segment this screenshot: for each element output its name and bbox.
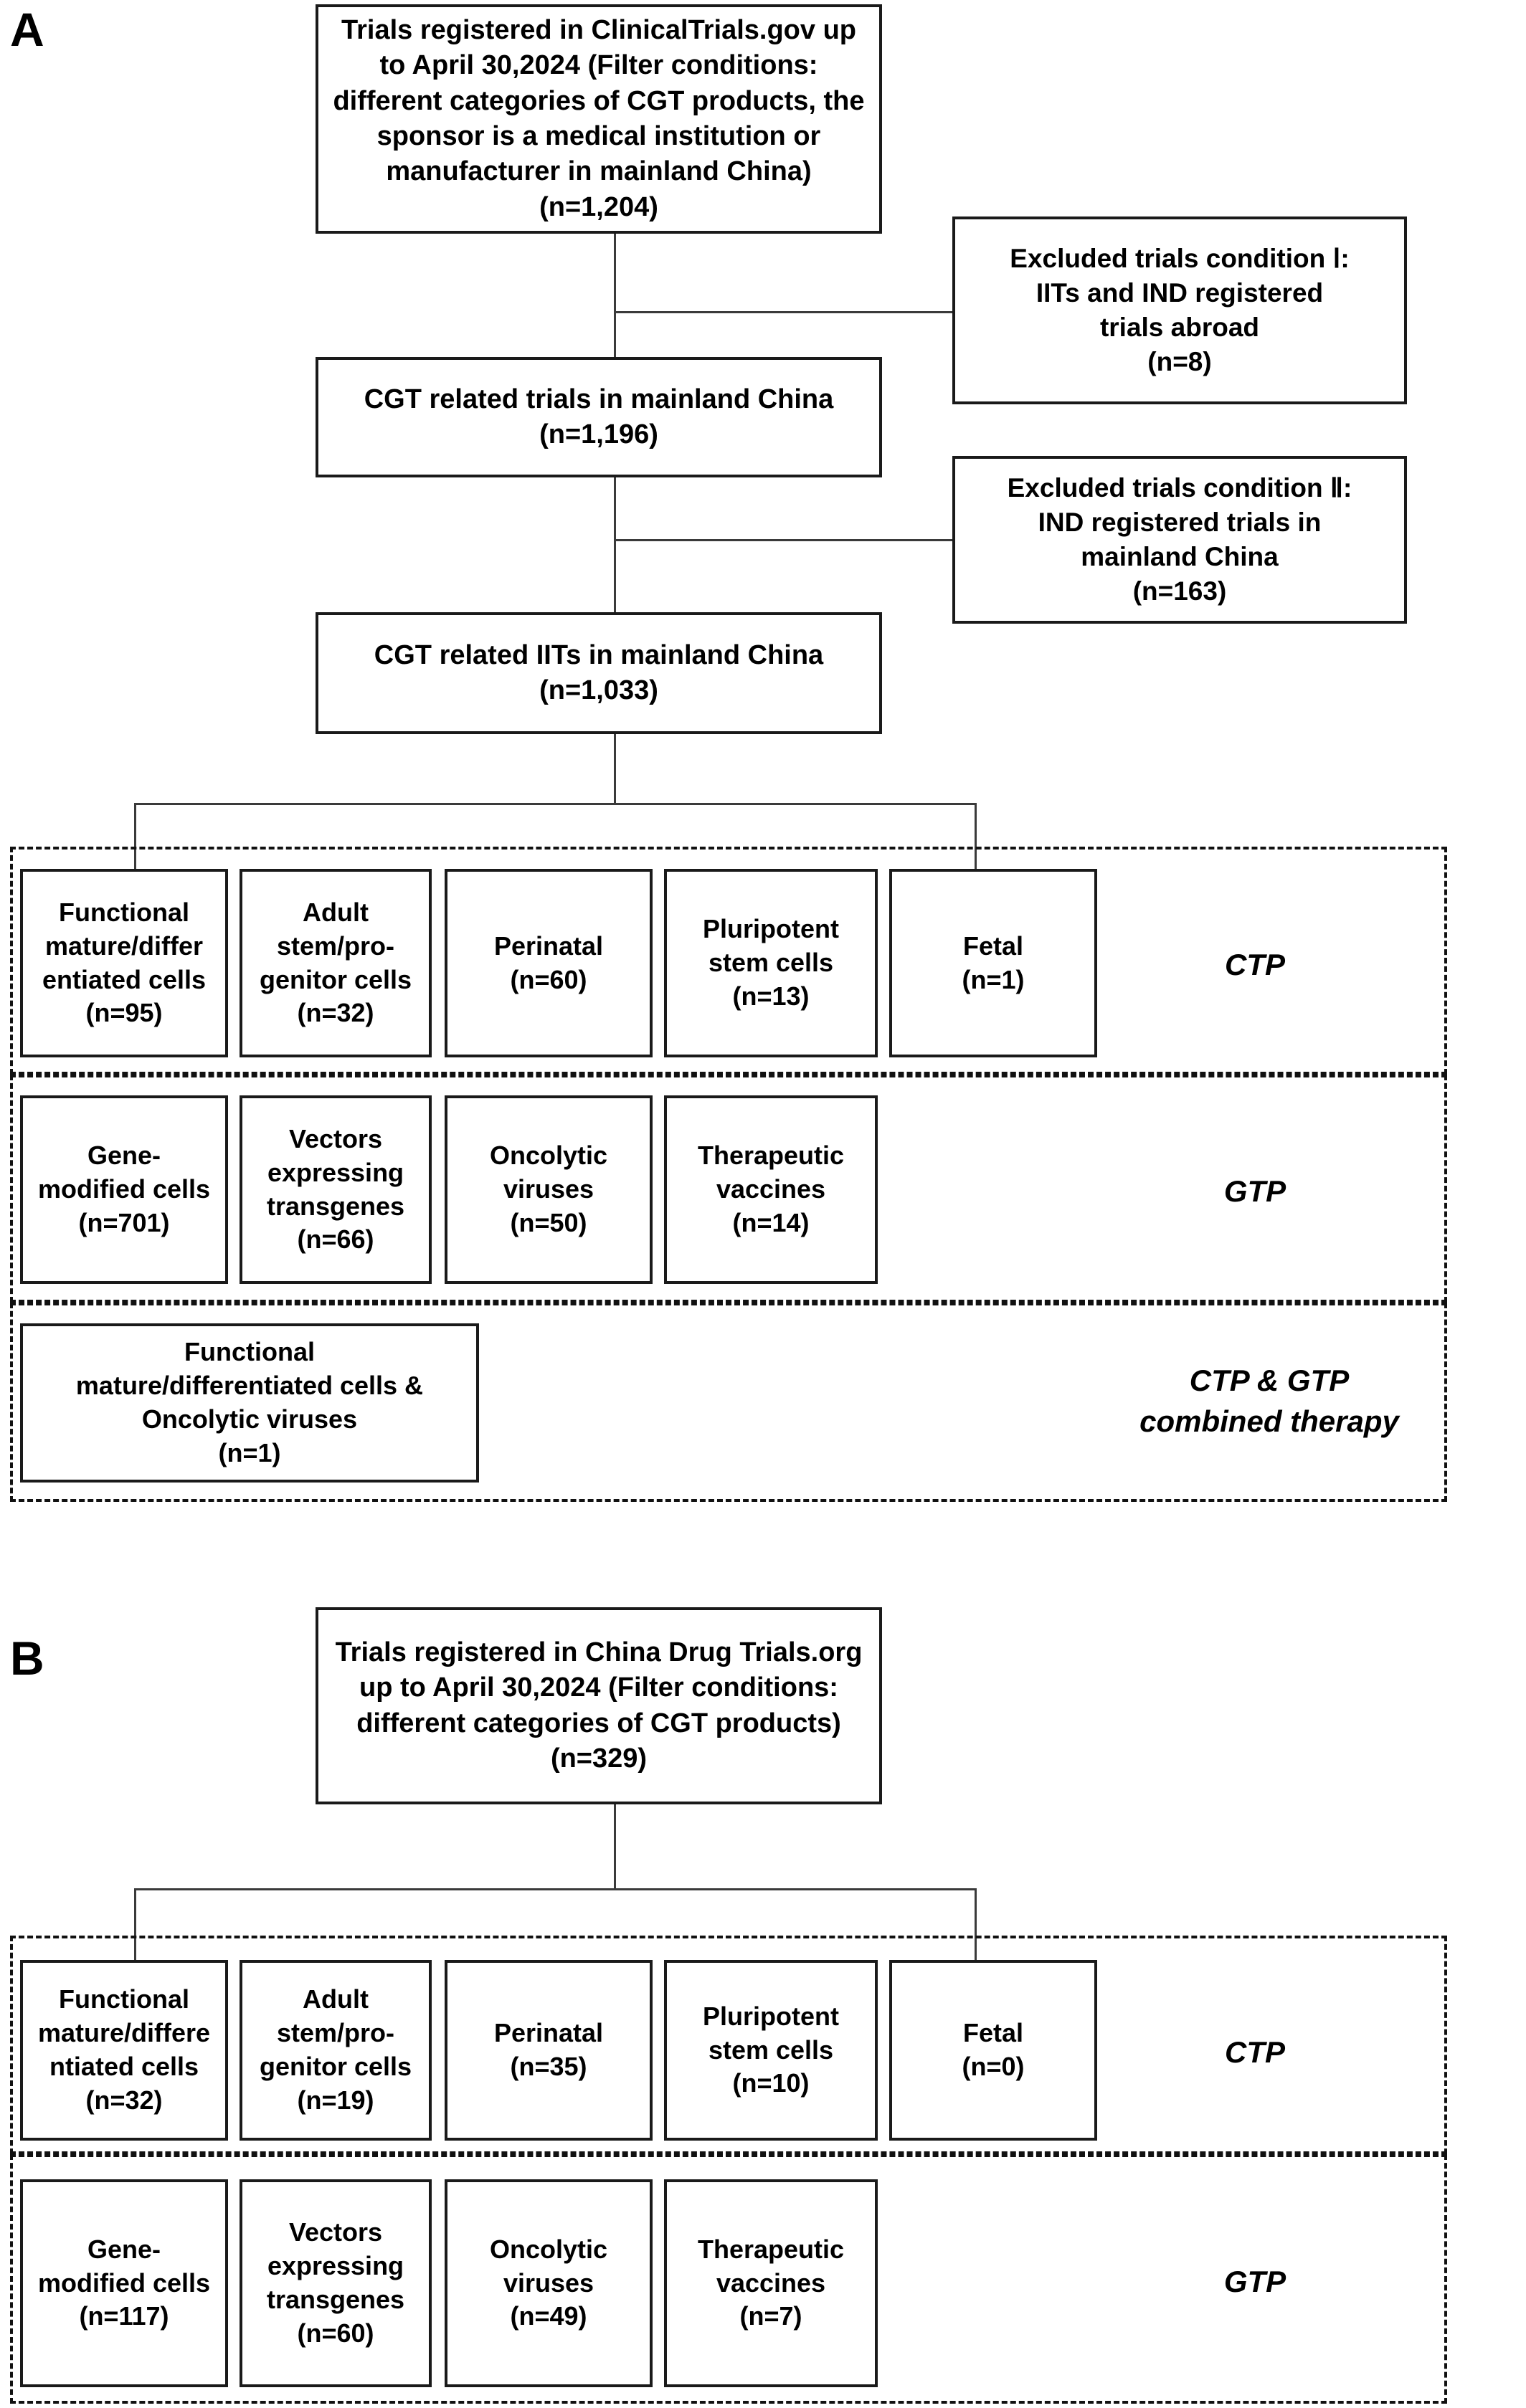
- panel-a-source-box: Trials registered in ClinicalTrials.gov …: [316, 4, 882, 234]
- connector-b-branch-bar: [134, 1888, 977, 1890]
- panel-a-ctp-item-3: Perinatal (n=60): [445, 869, 653, 1057]
- panel-a-ctp-item-2: Adult stem/pro- genitor cells (n=32): [240, 869, 432, 1057]
- panel-a-excluded-box-2: Excluded trials condition Ⅱ: IND registe…: [952, 456, 1407, 624]
- panel-a-ctp-item-5: Fetal (n=1): [889, 869, 1097, 1057]
- panel-b-ctp-item-4-text: Pluripotent stem cells (n=10): [703, 2001, 839, 2098]
- panel-b-ctp-item-2-text: Adult stem/pro- genitor cells (n=19): [259, 1984, 412, 2115]
- panel-b-source-box-text: Trials registered in China Drug Trials.o…: [335, 1637, 863, 1774]
- panel-a-gtp-item-4: Therapeutic vaccines (n=14): [664, 1095, 878, 1284]
- panel-b-ctp-item-5-text: Fetal (n=0): [962, 2018, 1025, 2081]
- panel-a-gtp-item-1: Gene- modified cells (n=701): [20, 1095, 228, 1284]
- connector-b-branch-left: [134, 1888, 136, 1964]
- panel-a-stage-box-2: CGT related IITs in mainland China (n=1,…: [316, 612, 882, 734]
- panel-a-stage-box-2-text: CGT related IITs in mainland China (n=1,…: [374, 639, 824, 705]
- panel-b-ctp-item-4: Pluripotent stem cells (n=10): [664, 1960, 878, 2141]
- panel-a-gtp-item-2-text: Vectors expressing transgenes (n=66): [266, 1123, 405, 1255]
- connector-b-branch-right: [975, 1888, 977, 1964]
- connector-a-excl1: [614, 311, 952, 313]
- panel-b-gtp-item-2-text: Vectors expressing transgenes (n=60): [266, 2217, 405, 2348]
- panel-b-gtp-item-4-text: Therapeutic vaccines (n=7): [697, 2234, 845, 2331]
- panel-a-ctp-item-1: Functional mature/differ entiated cells …: [20, 869, 228, 1057]
- connector-b-branch-stem: [614, 1804, 616, 1890]
- panel-a-excluded-box-2-text: Excluded trials condition Ⅱ: IND registe…: [1007, 472, 1352, 606]
- panel-b-source-box: Trials registered in China Drug Trials.o…: [316, 1607, 882, 1804]
- panel-a-ctp-item-1-text: Functional mature/differ entiated cells …: [42, 897, 207, 1028]
- panel-a-ctp-item-5-text: Fetal (n=1): [962, 931, 1025, 994]
- panel-label-b: B: [10, 1632, 44, 1685]
- panel-a-gtp-item-2: Vectors expressing transgenes (n=66): [240, 1095, 432, 1284]
- panel-b-ctp-item-3-text: Perinatal (n=35): [493, 2018, 604, 2081]
- panel-a-stage-box-1-text: CGT related trials in mainland China (n=…: [364, 384, 834, 449]
- panel-a-group-combined: [10, 1303, 1447, 1502]
- panel-a-group-gtp: [10, 1075, 1447, 1303]
- panel-a-gtp-item-4-text: Therapeutic vaccines (n=14): [697, 1141, 845, 1237]
- panel-b-gtp-item-4: Therapeutic vaccines (n=7): [664, 2179, 878, 2387]
- panel-a-combined-item-1: Functional mature/differentiated cells &…: [20, 1323, 479, 1483]
- connector-a-excl2: [614, 539, 952, 541]
- panel-a-ctp-item-2-text: Adult stem/pro- genitor cells (n=32): [259, 897, 412, 1028]
- panel-a-gtp-item-3-text: Oncolytic viruses (n=50): [489, 1141, 608, 1237]
- panel-a-group-gtp-label: GTP: [1223, 1174, 1286, 1208]
- panel-b-group-gtp: [10, 2154, 1447, 2404]
- panel-a-group-ctp-label: CTP: [1225, 948, 1285, 981]
- panel-b-gtp-item-3: Oncolytic viruses (n=49): [445, 2179, 653, 2387]
- panel-b-gtp-item-1-text: Gene- modified cells (n=117): [37, 2234, 211, 2331]
- panel-a-combined-item-1-text: Functional mature/differentiated cells &…: [75, 1337, 424, 1467]
- panel-b-group-gtp-label: GTP: [1223, 2265, 1286, 2298]
- connector-a-1: [614, 234, 616, 357]
- panel-a-excluded-box-1-text: Excluded trials condition Ⅰ: IITs and IN…: [1010, 243, 1350, 377]
- panel-a-ctp-item-4-text: Pluripotent stem cells (n=13): [703, 914, 839, 1011]
- panel-b-ctp-item-2: Adult stem/pro- genitor cells (n=19): [240, 1960, 432, 2141]
- panel-b-ctp-item-1-text: Functional mature/differe ntiated cells …: [37, 1984, 211, 2115]
- panel-b-gtp-item-2: Vectors expressing transgenes (n=60): [240, 2179, 432, 2387]
- connector-a-branch-right: [975, 803, 977, 873]
- connector-a-branch-left: [134, 803, 136, 873]
- panel-a-group-ctp: [10, 847, 1447, 1075]
- panel-a-ctp-item-4: Pluripotent stem cells (n=13): [664, 869, 878, 1057]
- panel-a-gtp-item-1-text: Gene- modified cells (n=701): [37, 1141, 211, 1237]
- panel-a-stage-box-1: CGT related trials in mainland China (n=…: [316, 357, 882, 477]
- connector-a-branch-bar: [134, 803, 977, 805]
- panel-a-source-box-text: Trials registered in ClinicalTrials.gov …: [333, 14, 865, 222]
- panel-b-ctp-item-3: Perinatal (n=35): [445, 1960, 653, 2141]
- panel-b-group-ctp: [10, 1936, 1447, 2154]
- panel-a-gtp-item-3: Oncolytic viruses (n=50): [445, 1095, 653, 1284]
- panel-b-group-ctp-label: CTP: [1225, 2035, 1285, 2069]
- panel-b-gtp-item-1: Gene- modified cells (n=117): [20, 2179, 228, 2387]
- panel-b-gtp-item-3-text: Oncolytic viruses (n=49): [489, 2234, 608, 2331]
- connector-a-2: [614, 477, 616, 612]
- panel-b-ctp-item-1: Functional mature/differe ntiated cells …: [20, 1960, 228, 2141]
- panel-label-a: A: [10, 3, 44, 56]
- panel-a-excluded-box-1: Excluded trials condition Ⅰ: IITs and IN…: [952, 216, 1407, 404]
- panel-a-ctp-item-3-text: Perinatal (n=60): [493, 931, 604, 994]
- panel-b-ctp-item-5: Fetal (n=0): [889, 1960, 1097, 2141]
- panel-a-group-combined-label: CTP & GTP combined therapy: [1139, 1364, 1399, 1438]
- connector-a-branch-stem: [614, 734, 616, 804]
